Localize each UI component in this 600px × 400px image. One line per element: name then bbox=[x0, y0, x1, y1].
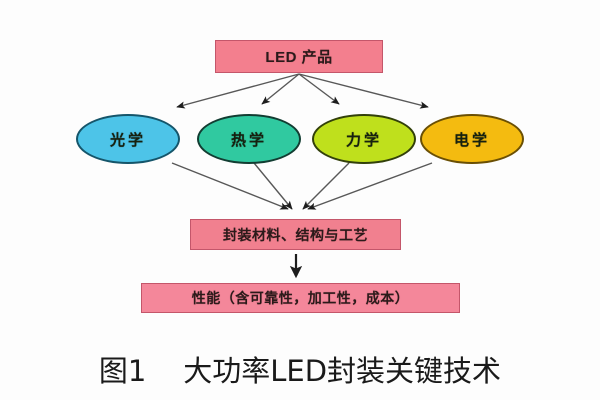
node-optics[interactable]: 光学 bbox=[76, 114, 180, 164]
arrow-mechanical-to-package bbox=[302, 162, 350, 210]
node-mechanical[interactable]: 力学 bbox=[312, 114, 416, 164]
figure-caption-gap bbox=[146, 354, 183, 388]
node-electrical[interactable]: 电学 bbox=[420, 114, 524, 164]
node-performance[interactable]: 性能（含可靠性，加工性，成本） bbox=[141, 283, 460, 313]
arrow-led-to-optics bbox=[176, 73, 300, 109]
arrow-led-to-electrical bbox=[298, 73, 429, 109]
arrow-led-to-thermal bbox=[261, 73, 300, 105]
arrow-optics-to-package bbox=[171, 162, 289, 210]
node-led-product[interactable]: LED 产品 bbox=[215, 40, 383, 73]
figure-caption: 图1 大功率LED封装关键技术 bbox=[0, 348, 600, 390]
arrow-electrical-to-package bbox=[307, 162, 433, 210]
arrow-group-fanout bbox=[176, 73, 429, 109]
arrow-group-converge bbox=[171, 162, 433, 210]
figure-caption-title: 大功率LED封装关键技术 bbox=[183, 354, 502, 388]
node-thermal[interactable]: 热学 bbox=[197, 114, 301, 164]
figure-caption-label: 图1 bbox=[98, 354, 147, 388]
arrow-thermal-to-package bbox=[253, 162, 293, 210]
node-packaging-material-structure-process[interactable]: 封装材料、结构与工艺 bbox=[190, 219, 401, 250]
arrow-led-to-mechanical bbox=[298, 73, 340, 105]
